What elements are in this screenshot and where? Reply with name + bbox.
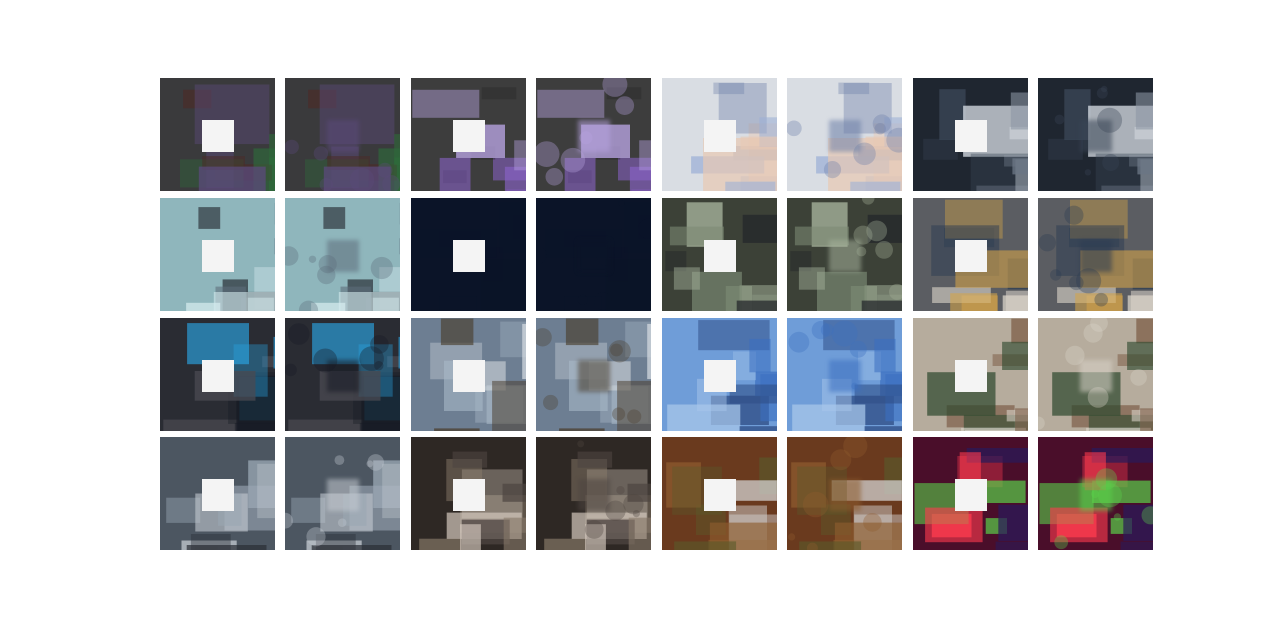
street-reconstructed-tile <box>285 198 400 311</box>
dark-masked-tile <box>411 198 526 311</box>
hedge-masked-tile <box>160 78 275 191</box>
mask-square <box>453 120 485 152</box>
inpainted-region <box>1080 360 1112 392</box>
pastel-masked-tile <box>662 78 777 191</box>
red-masked-tile <box>913 437 1028 550</box>
metal-reconstructed-tile <box>536 318 651 431</box>
mask-square <box>955 360 987 392</box>
pillar-masked-tile <box>411 437 526 550</box>
shadow-reconstructed-tile <box>1038 318 1153 431</box>
mask-square <box>704 240 736 272</box>
statue-masked-tile <box>662 198 777 311</box>
statue-reconstructed-tile <box>787 198 902 311</box>
pillar-reconstructed-tile <box>536 437 651 550</box>
inpainted-region <box>327 479 359 511</box>
inpainted-region <box>327 360 359 392</box>
umbrella-masked-tile <box>411 78 526 191</box>
dark-reconstructed-tile <box>536 198 651 311</box>
mask-square <box>202 360 234 392</box>
street-masked-tile <box>160 198 275 311</box>
athlete-reconstructed-tile <box>787 318 902 431</box>
red-reconstructed-tile <box>1038 437 1153 550</box>
cars-reconstructed-tile <box>1038 198 1153 311</box>
inpainted-region <box>578 240 610 272</box>
mask-square <box>955 240 987 272</box>
blue-masked-tile <box>160 318 275 431</box>
tree-reconstructed-tile <box>787 437 902 550</box>
mask-square <box>704 360 736 392</box>
pastel-reconstructed-tile <box>787 78 902 191</box>
athlete-masked-tile <box>662 318 777 431</box>
inpainted-region <box>578 360 610 392</box>
inpainted-region <box>1080 120 1112 152</box>
tree-masked-tile <box>662 437 777 550</box>
inpainted-region <box>327 120 359 152</box>
umbrella-reconstructed-tile <box>536 78 651 191</box>
mask-square <box>202 120 234 152</box>
cars-masked-tile <box>913 198 1028 311</box>
metal-masked-tile <box>411 318 526 431</box>
hedge-reconstructed-tile <box>285 78 400 191</box>
inpainted-region <box>829 120 861 152</box>
mask-square <box>955 120 987 152</box>
shadow-masked-tile <box>913 318 1028 431</box>
truss-masked-tile <box>913 78 1028 191</box>
blue-reconstructed-tile <box>285 318 400 431</box>
truss-reconstructed-tile <box>1038 78 1153 191</box>
inpainted-region <box>578 120 610 152</box>
mask-square <box>202 240 234 272</box>
mask-square <box>453 240 485 272</box>
inpainted-region <box>578 479 610 511</box>
rock-reconstructed-tile <box>285 437 400 550</box>
mask-square <box>453 360 485 392</box>
inpainted-region <box>327 240 359 272</box>
rock-masked-tile <box>160 437 275 550</box>
mask-square <box>202 479 234 511</box>
inpainted-region <box>1080 479 1112 511</box>
inpainted-region <box>829 240 861 272</box>
mask-square <box>704 479 736 511</box>
mask-square <box>453 479 485 511</box>
mask-square <box>955 479 987 511</box>
inpainted-region <box>1080 240 1112 272</box>
mask-square <box>704 120 736 152</box>
inpainted-region <box>829 360 861 392</box>
inpainted-region <box>829 479 861 511</box>
